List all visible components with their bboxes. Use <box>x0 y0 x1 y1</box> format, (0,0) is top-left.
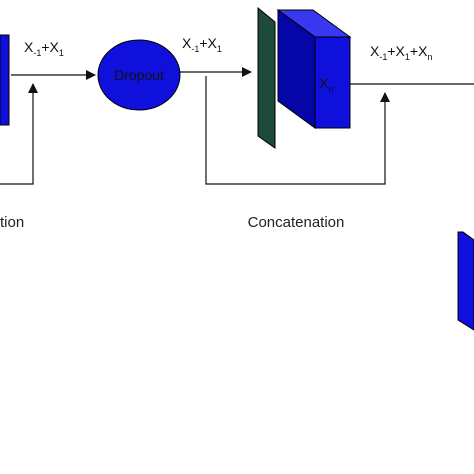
middle-skip-connection <box>205 76 390 185</box>
left-conv-block <box>0 34 10 126</box>
concatenation-label: Concatenation <box>248 214 345 231</box>
sum-label-1: X-1+X1 <box>24 39 64 58</box>
left-skip-connection <box>0 83 38 185</box>
dropout-node: Dropout <box>97 39 181 111</box>
dropout-label: Dropout <box>114 67 164 83</box>
sum-label-3: X-1+X1+Xn <box>370 43 432 62</box>
sum-label-2: X-1+X1 <box>182 35 222 54</box>
dark-layer-slab <box>257 6 276 149</box>
right-conv-block-partial <box>457 231 474 331</box>
concatenation-label-left: tion <box>0 214 24 231</box>
conv-block-xn: Xn <box>276 9 352 129</box>
xn-label: Xn <box>319 75 333 94</box>
